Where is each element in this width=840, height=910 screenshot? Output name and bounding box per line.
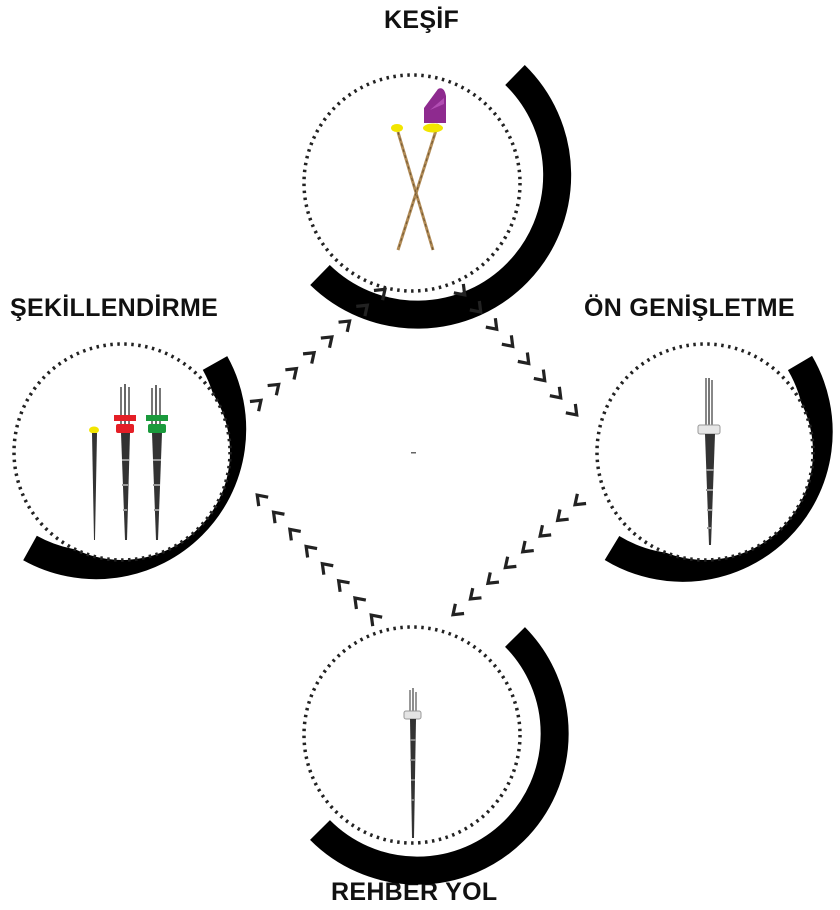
arrow-chain-bottom-to-left-chevron — [334, 576, 350, 591]
arrow-chain-top-to-right-chevron — [534, 370, 550, 385]
arrow-chain-bottom-to-left-chevron — [301, 542, 317, 557]
arrow-chain-bottom-to-left-chevron — [285, 525, 301, 540]
arrow-chain-right-to-bottom-chevron — [501, 557, 516, 573]
arrow-chain-top-to-right-chevron — [518, 353, 534, 368]
arrow-chain-top-to-right-chevron — [550, 387, 566, 402]
arrow-chain-right-to-bottom-chevron — [571, 494, 586, 510]
stage-top — [304, 75, 557, 315]
arrow-chain-right-to-bottom-chevron — [466, 588, 481, 604]
arrow-chain-bottom-to-left-chevron — [269, 508, 285, 523]
arrow-chain-bottom-to-left-chevron — [253, 491, 269, 506]
arrow-chain-right-to-bottom-chevron — [553, 510, 568, 526]
arrow-chains — [250, 284, 586, 626]
arrow-chain-left-to-top-chevron — [321, 332, 336, 348]
arrow-chain-top-to-right-chevron — [502, 335, 518, 350]
arrow-chain-top-to-right-chevron — [486, 318, 502, 333]
stage-bottom — [304, 627, 555, 871]
arrow-chain-bottom-to-left-chevron — [350, 594, 366, 609]
arrow-chain-top-to-right-chevron — [566, 404, 582, 419]
arrow-chain-right-to-bottom-chevron — [449, 604, 464, 620]
dotted-circle-right — [597, 344, 813, 560]
center-mark — [411, 452, 416, 454]
stage-left — [14, 344, 232, 565]
arrow-chain-left-to-top-chevron — [339, 316, 354, 332]
arrow-chain-left-to-top-chevron — [250, 395, 265, 411]
arrow-chain-left-to-top-chevron — [303, 348, 318, 364]
arrow-chain-right-to-bottom-chevron — [536, 525, 551, 541]
arrow-chain-bottom-to-left-chevron — [318, 559, 334, 574]
arrow-chain-left-to-top-chevron — [268, 380, 283, 396]
arrow-chain-bottom-to-left-chevron — [367, 611, 383, 626]
stage-right — [597, 344, 819, 568]
arrow-chain-right-to-bottom-chevron — [484, 572, 499, 588]
arrow-chain-right-to-bottom-chevron — [518, 541, 533, 557]
arrow-chain-left-to-top-chevron — [285, 364, 300, 380]
